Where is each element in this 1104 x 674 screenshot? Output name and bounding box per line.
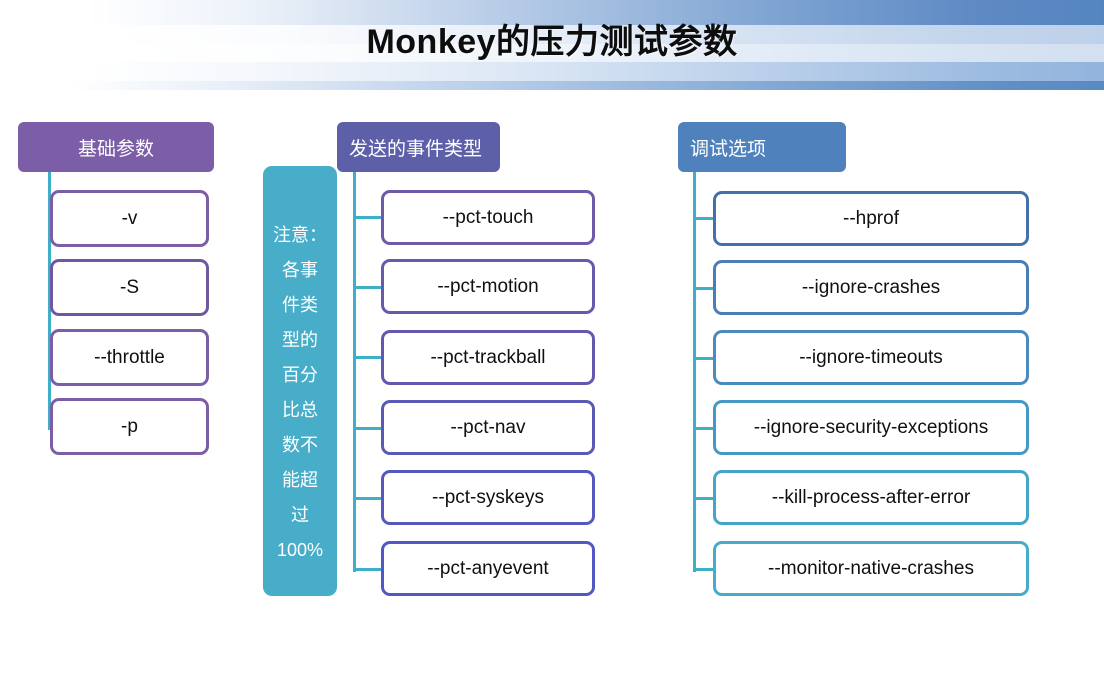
page-title: Monkey的压力测试参数 [366, 23, 738, 61]
branch-line-debug-6 [693, 568, 718, 571]
branch-line-event-5 [353, 497, 381, 500]
note-line-9: 过 [291, 505, 309, 525]
node-event-6[interactable]: --pct-anyevent [381, 541, 595, 596]
node-basic-3[interactable]: --throttle [50, 329, 209, 386]
note-line-1: 注意： [273, 225, 327, 245]
title-stripe-4 [0, 62, 1104, 81]
title-stripe-5 [0, 81, 1104, 90]
node-basic-1[interactable]: -v [50, 190, 209, 247]
column-header-debug-options[interactable]: 调试选项 [678, 122, 846, 172]
branch-line-event-4 [353, 427, 381, 430]
note-line-3: 件类 [282, 295, 318, 315]
node-event-3[interactable]: --pct-trackball [381, 330, 595, 385]
note-line-2: 各事 [282, 260, 318, 280]
title-stripe-3 [0, 44, 1104, 62]
percentage-note: 注意： 各事 件类 型的 百分 比总 数不 能超 过 100% [263, 166, 337, 596]
title-stripe-1 [0, 0, 1104, 25]
note-line-4: 型的 [282, 330, 318, 350]
trunk-line-event-types [353, 172, 356, 572]
trunk-line-basic-params [48, 172, 51, 430]
branch-line-event-3 [353, 356, 381, 359]
note-line-6: 比总 [282, 400, 318, 420]
node-event-4[interactable]: --pct-nav [381, 400, 595, 455]
title-band: Monkey的压力测试参数 [0, 0, 1104, 90]
branch-line-debug-4 [693, 427, 718, 430]
branch-line-debug-2 [693, 287, 718, 290]
node-debug-1[interactable]: --hprof [713, 191, 1029, 246]
node-debug-2[interactable]: --ignore-crashes [713, 260, 1029, 315]
node-debug-3[interactable]: --ignore-timeouts [713, 330, 1029, 385]
node-event-2[interactable]: --pct-motion [381, 259, 595, 314]
branch-line-debug-1 [693, 217, 718, 220]
node-debug-6[interactable]: --monitor-native-crashes [713, 541, 1029, 596]
column-header-basic-params[interactable]: 基础参数 [18, 122, 214, 172]
branch-line-event-2 [353, 286, 381, 289]
note-line-7: 数不 [282, 435, 318, 455]
node-basic-2[interactable]: -S [50, 259, 209, 316]
note-line-10: 100% [276, 540, 324, 560]
column-header-event-types[interactable]: 发送的事件类型 [337, 122, 500, 172]
note-line-8: 能超 [282, 470, 318, 490]
node-debug-4[interactable]: --ignore-security-exceptions [713, 400, 1029, 455]
node-event-5[interactable]: --pct-syskeys [381, 470, 595, 525]
branch-line-event-1 [353, 216, 381, 219]
node-debug-5[interactable]: --kill-process-after-error [713, 470, 1029, 525]
node-event-1[interactable]: --pct-touch [381, 190, 595, 245]
title-stripe-2 [0, 25, 1104, 44]
note-line-5: 百分 [282, 365, 318, 385]
branch-line-debug-5 [693, 497, 718, 500]
trunk-line-debug-options [693, 172, 696, 572]
branch-line-debug-3 [693, 357, 718, 360]
branch-line-event-6 [353, 568, 381, 571]
node-basic-4[interactable]: -p [50, 398, 209, 455]
